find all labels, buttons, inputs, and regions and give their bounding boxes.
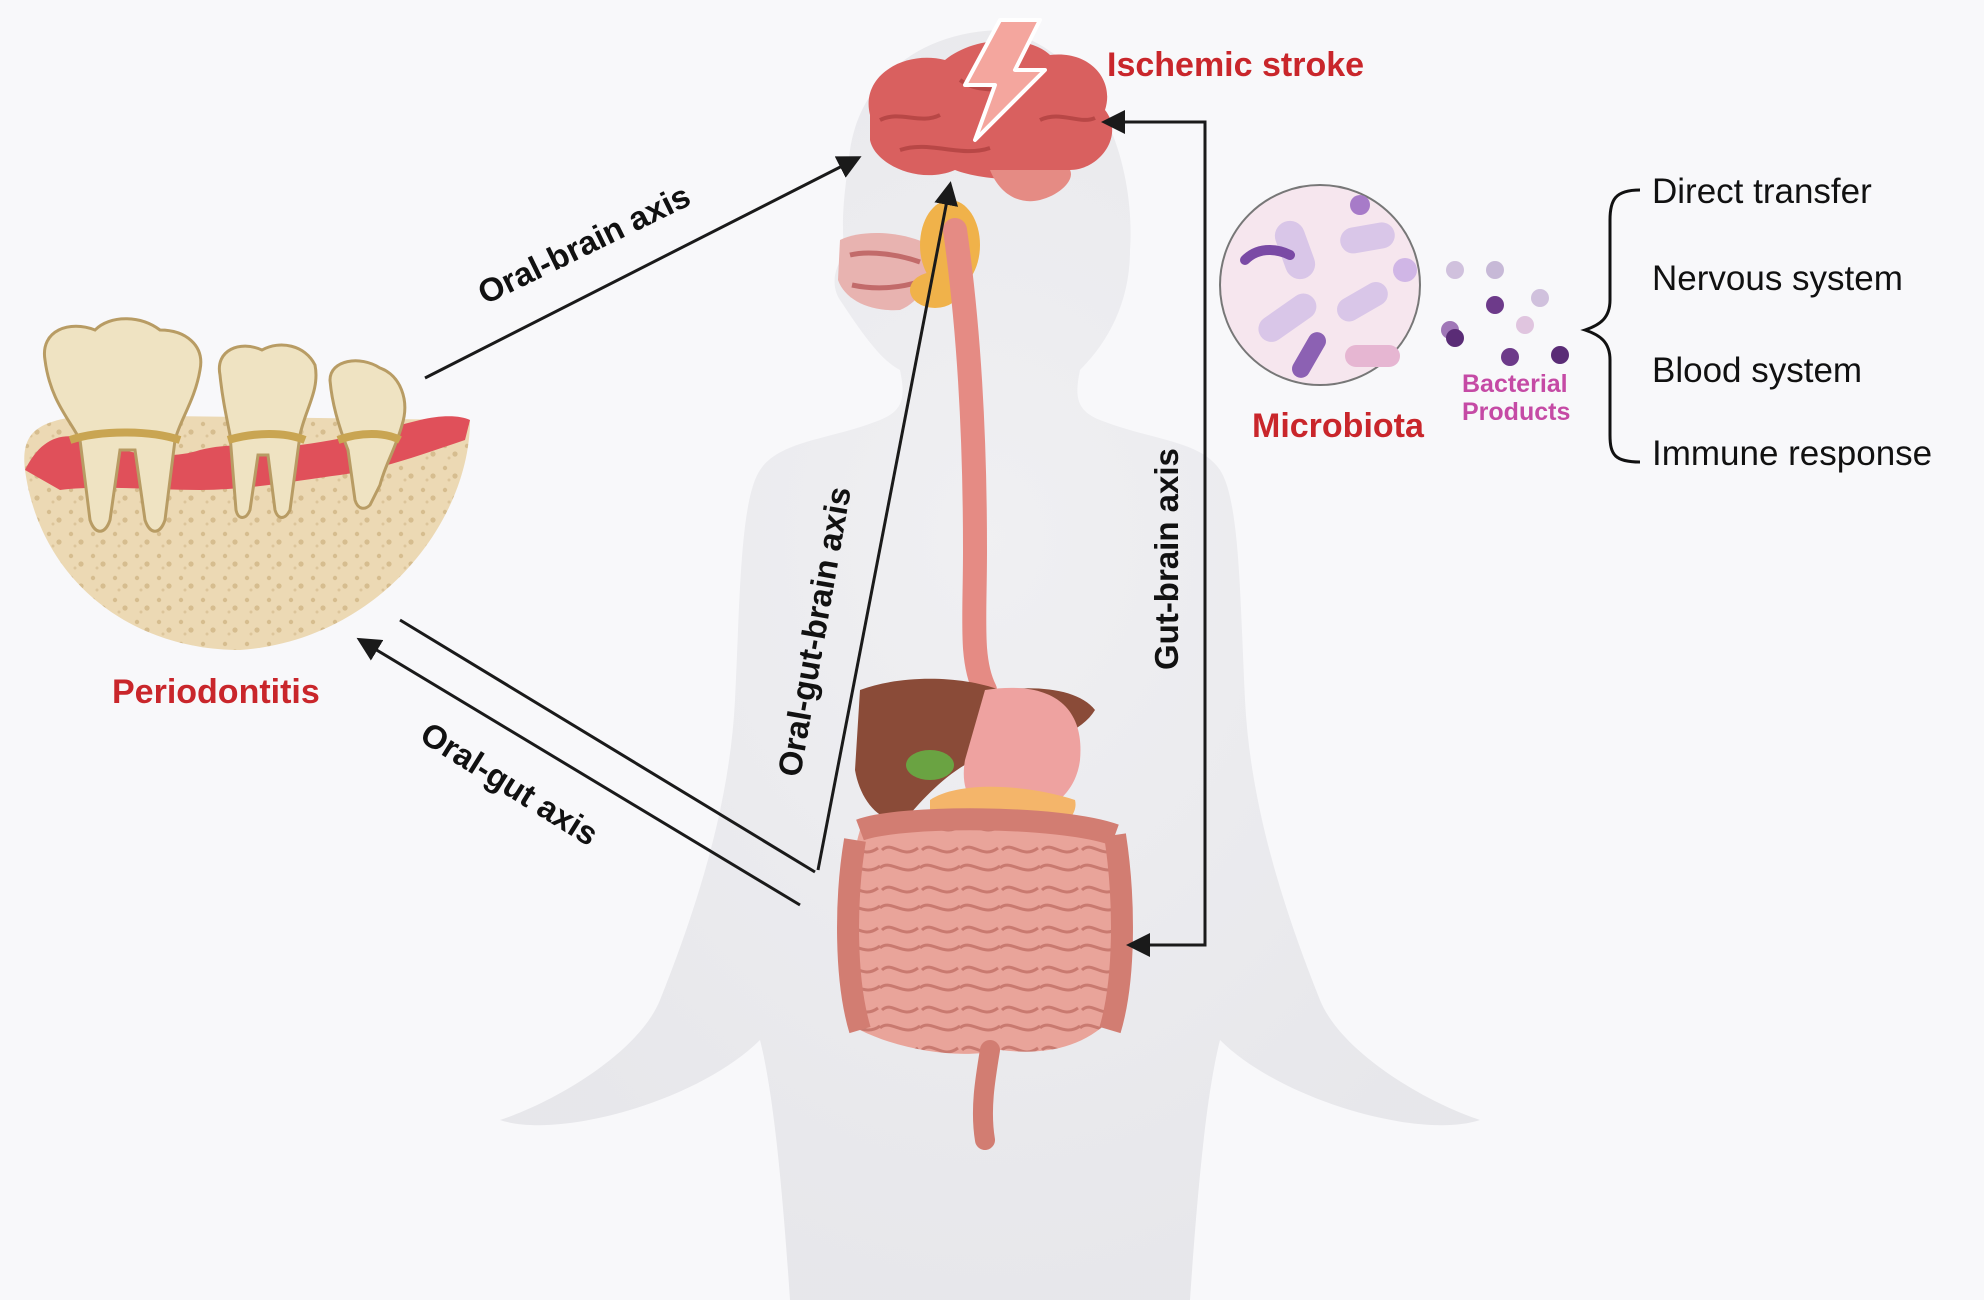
gut-brain-axis-label: Gut-brain axis bbox=[1148, 448, 1185, 670]
oral-brain-axis-label: Oral-brain axis bbox=[472, 177, 696, 312]
pathway-brace bbox=[1580, 188, 1641, 464]
oral-brain-arrow bbox=[424, 156, 862, 380]
ischemic-stroke-label: Ischemic stroke bbox=[1107, 46, 1364, 84]
human-body-silhouette bbox=[500, 30, 1480, 1300]
periodontitis-label: Periodontitis bbox=[112, 673, 320, 711]
bacterial-products-label-line1: Bacterial bbox=[1462, 370, 1568, 398]
pathway-item: Blood system bbox=[1652, 351, 1862, 390]
microbiota-label: Microbiota bbox=[1252, 407, 1425, 445]
axis-arrows bbox=[356, 110, 1207, 957]
pathway-item: Immune response bbox=[1652, 434, 1932, 473]
bacterial-products-label-line2: Products bbox=[1462, 398, 1570, 426]
lightning-bolt-icon bbox=[963, 18, 1047, 142]
pathway-item: Direct transfer bbox=[1652, 172, 1872, 211]
esophagus-icon bbox=[943, 218, 997, 702]
oral-gut-brain-arrow bbox=[816, 181, 958, 871]
bacterial-products-dots bbox=[1441, 261, 1569, 366]
gut-brain-arrow bbox=[1101, 110, 1207, 957]
oral-gut-arrow-lower bbox=[356, 637, 801, 907]
periodontitis-teeth-icon bbox=[24, 317, 471, 650]
oral-gut-axis-label: Oral-gut axis bbox=[414, 715, 605, 853]
oral-gut-arrow-upper bbox=[399, 618, 816, 874]
pathway-item: Nervous system bbox=[1652, 259, 1903, 298]
bacteria-circle-icon bbox=[1219, 184, 1421, 386]
